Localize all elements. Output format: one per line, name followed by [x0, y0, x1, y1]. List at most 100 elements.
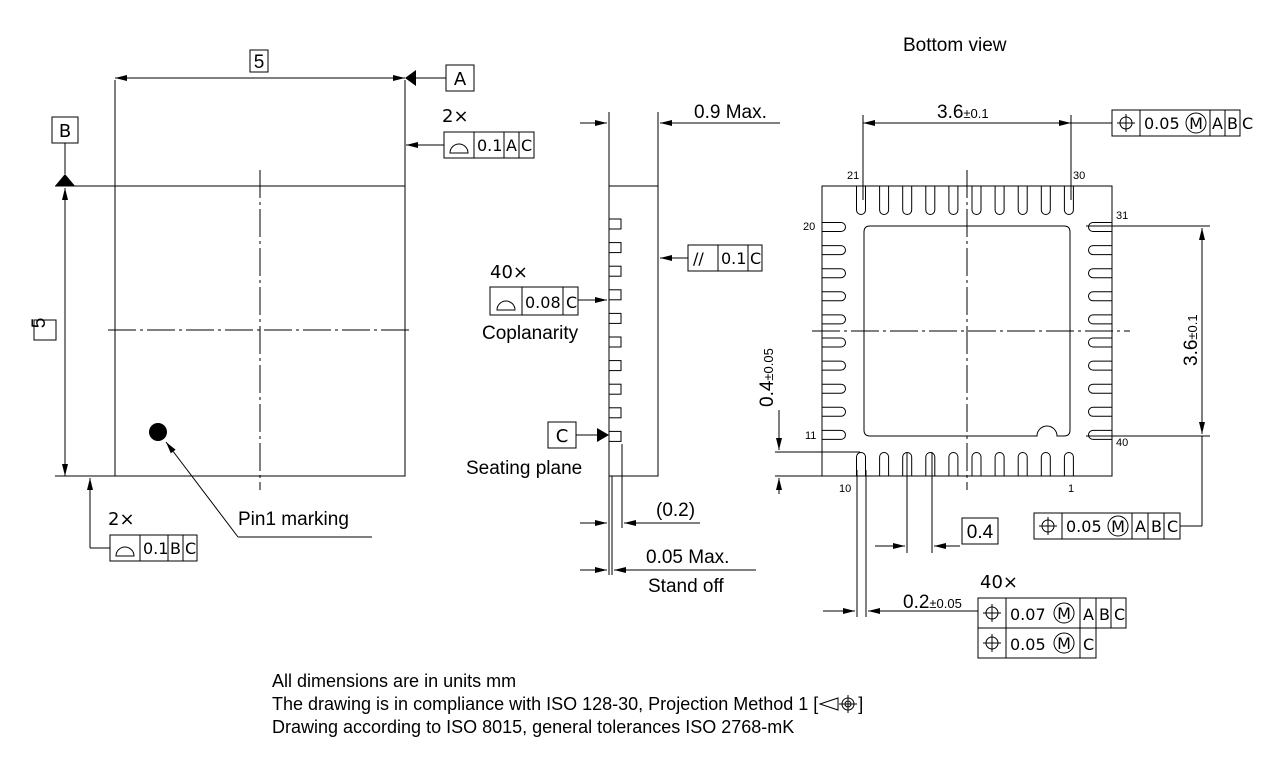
position-top-modifier: M	[1189, 114, 1203, 133]
bottom-width-dim: 3.6±0.1	[937, 102, 989, 123]
bottom-pads	[822, 186, 1112, 476]
mmc-circle	[1185, 112, 1207, 134]
pad-width-dim: 0.2±0.05	[903, 592, 962, 613]
pin-label-21: 21	[847, 170, 859, 182]
pad-left	[822, 337, 846, 348]
position-icon	[983, 634, 1001, 652]
position-icon	[1117, 114, 1135, 132]
bottom-height-dim: 3.6±0.1	[1181, 314, 1202, 366]
pad-tol-row1-datum-a: A	[1083, 605, 1094, 624]
position-icon	[983, 604, 1001, 622]
pad-top	[925, 186, 936, 215]
position-right-modifier: M	[1111, 517, 1125, 536]
pad-top	[994, 186, 1005, 215]
pad-length-tol: ±0.05	[761, 348, 776, 380]
pad-left	[822, 383, 846, 394]
position-top-datum-a: A	[1212, 114, 1223, 133]
side-view: 0.9 Max. // 0.1 C 40× 0.08 C Coplanarity…	[466, 102, 780, 597]
side-pad	[608, 265, 622, 277]
pad-bottom	[879, 452, 890, 476]
pad-left	[822, 222, 846, 232]
side-pad	[608, 336, 622, 348]
side-height-dim: 0.9 Max.	[694, 102, 767, 123]
position-right-datum-a: A	[1135, 517, 1146, 536]
datum-b-triangle	[55, 174, 75, 186]
profile-top-multiplier: 2×	[442, 106, 469, 127]
pin-label-1: 1	[1068, 483, 1074, 495]
mmc-circle	[1107, 515, 1129, 537]
profile-surface-icon	[115, 546, 135, 557]
profile-surface-icon	[449, 143, 469, 154]
position-right-datum-b: B	[1151, 517, 1162, 536]
pad-tol-row1-datum-b: B	[1099, 605, 1110, 624]
pad-right	[1088, 360, 1112, 371]
pad-left	[822, 314, 846, 325]
bottom-height-tol: ±0.1	[1185, 314, 1200, 339]
pin-label-40: 40	[1116, 437, 1128, 449]
mmc-circle	[1053, 602, 1075, 624]
pad-right	[1088, 337, 1112, 348]
pad-top	[1063, 186, 1074, 215]
profile-bottom-datum-2: C	[185, 539, 196, 558]
pad-tol-row2-datum-c: C	[1083, 635, 1094, 654]
coplanarity-datum: C	[566, 293, 577, 312]
pitch-dim: 0.4	[967, 522, 994, 543]
pad-left	[822, 268, 846, 279]
projection-method-icon	[818, 695, 858, 713]
pad-top	[856, 186, 866, 215]
coplanarity-multiplier: 40×	[490, 262, 528, 283]
position-top-datum-b: B	[1227, 114, 1238, 133]
position-icon	[1039, 517, 1057, 535]
profile-top-value: 0.1	[477, 136, 502, 155]
height-dimension: 5	[29, 318, 50, 329]
position-top-datum-c: C	[1242, 114, 1253, 133]
pad-bottom	[994, 452, 1005, 476]
pad-bottom	[971, 452, 982, 476]
side-pad	[608, 242, 622, 254]
pin-label-31: 31	[1116, 210, 1128, 222]
note-projection-close: ]	[858, 694, 864, 714]
mmc-circle	[1053, 632, 1075, 654]
pad-right	[1088, 291, 1112, 302]
profile-bottom-value: 0.1	[143, 539, 168, 558]
pad-right	[1088, 314, 1112, 325]
pad-left	[822, 245, 846, 256]
position-right-datum-c: C	[1167, 517, 1178, 536]
profile-top-datum-1: A	[506, 136, 517, 155]
pad-bottom	[925, 452, 936, 476]
pin1-marking-dot	[149, 423, 167, 441]
coplanarity-value: 0.08	[525, 293, 561, 312]
standoff-ref-dim: (0.2)	[656, 500, 695, 521]
side-pad	[608, 430, 622, 442]
pad-top	[1040, 186, 1051, 215]
datum-a-triangle	[405, 70, 416, 86]
datum-c-triangle	[597, 428, 609, 442]
pin-label-30: 30	[1073, 170, 1085, 182]
pad-tol-multiplier: 40×	[980, 572, 1018, 593]
pad-left	[822, 429, 846, 440]
profile-bottom-datum-1: B	[170, 539, 181, 558]
pad-right	[1088, 429, 1112, 440]
position-top-value: 0.05	[1144, 114, 1180, 133]
pin-label-10: 10	[839, 483, 851, 495]
pad-bottom	[948, 452, 959, 476]
pad-left	[822, 406, 846, 417]
profile-surface-icon	[496, 300, 516, 311]
pad-tol-row2-modifier: M	[1057, 634, 1071, 653]
pad-tol-row1-datum-c: C	[1114, 605, 1125, 624]
pad-top	[971, 186, 982, 215]
pad-tol-row2-value: 0.05	[1010, 635, 1046, 654]
pad-left	[822, 360, 846, 371]
side-pad	[608, 312, 622, 324]
coplanarity-label: Coplanarity	[482, 323, 579, 344]
pad-top	[1017, 186, 1028, 215]
standoff-dim: 0.05 Max.	[646, 547, 729, 568]
side-pad	[608, 383, 622, 395]
side-pad	[608, 360, 622, 372]
pad-right	[1088, 245, 1112, 256]
pad-top	[948, 186, 959, 215]
pad-left	[822, 291, 846, 302]
width-dimension: 5	[254, 52, 265, 73]
seating-plane-label: Seating plane	[466, 458, 582, 479]
